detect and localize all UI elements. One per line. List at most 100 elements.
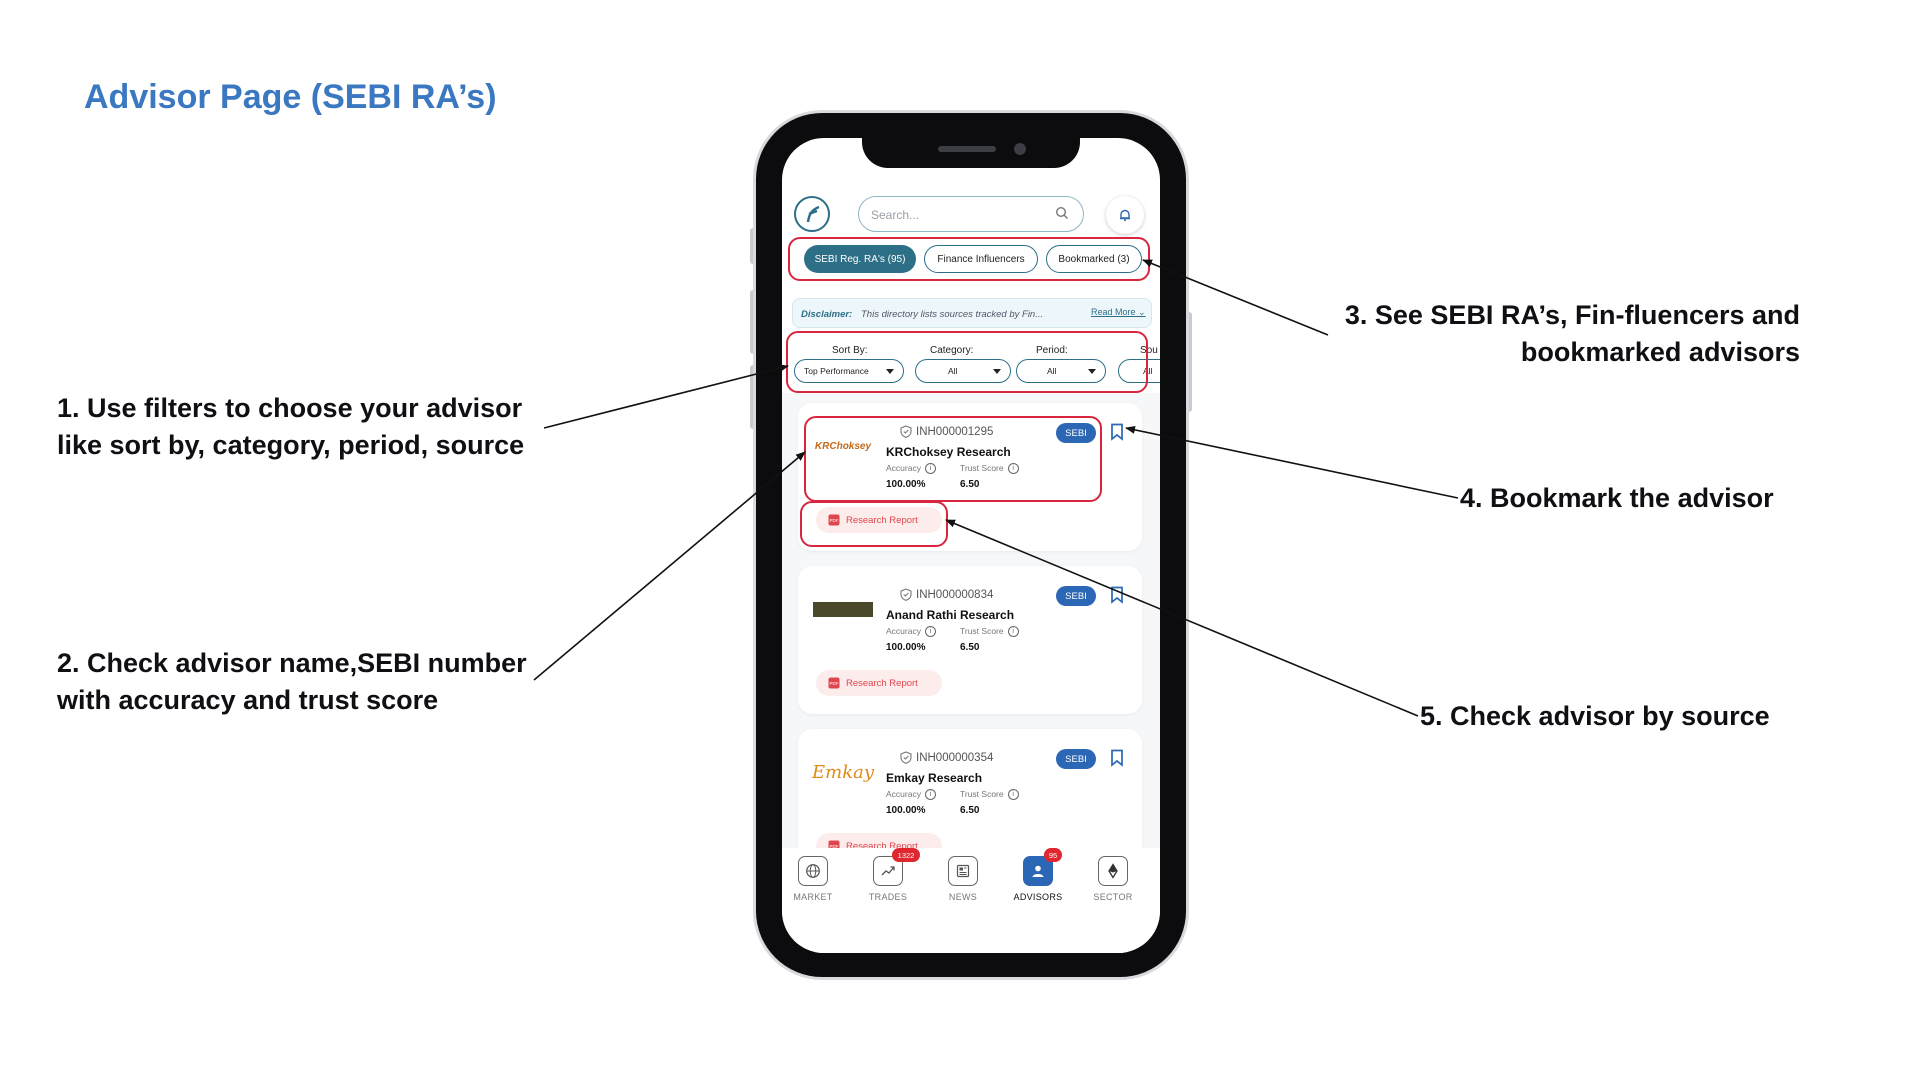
sebi-number: INH000000834 bbox=[900, 588, 993, 601]
note-advisor-details: 2. Check advisor name,SEBI number with a… bbox=[57, 645, 577, 719]
nav-advisors[interactable]: 95 ADVISORS bbox=[1003, 848, 1073, 902]
research-report-button[interactable]: PDF Research Report bbox=[816, 507, 942, 533]
sebi-badge: SEBI bbox=[1056, 423, 1096, 443]
period-select[interactable]: All bbox=[1016, 359, 1106, 383]
category-select[interactable]: All bbox=[915, 359, 1011, 383]
accuracy-value: 100.00% bbox=[886, 642, 926, 653]
sebi-number: INH000000354 bbox=[900, 751, 993, 764]
phone-notch bbox=[862, 138, 1080, 168]
disclaimer-label: Disclaimer: bbox=[801, 309, 853, 320]
notification-button[interactable] bbox=[1106, 196, 1144, 234]
search-bar[interactable]: Search... bbox=[858, 196, 1084, 232]
source-label: Sou bbox=[1140, 345, 1158, 356]
note-tabs: 3. See SEBI RA’s, Fin-fluencers and book… bbox=[1330, 297, 1800, 371]
info-icon[interactable]: i bbox=[1007, 789, 1019, 801]
phone-power-button bbox=[1186, 312, 1192, 412]
info-icon[interactable]: i bbox=[924, 463, 936, 475]
advisors-badge: 95 bbox=[1044, 848, 1062, 862]
sebi-badge: SEBI bbox=[1056, 586, 1096, 606]
highlight-filters bbox=[786, 331, 1148, 393]
disclaimer-text: This directory lists sources tracked by … bbox=[861, 309, 1044, 320]
info-icon[interactable]: i bbox=[924, 626, 936, 638]
research-report-label: Research Report bbox=[846, 677, 918, 689]
info-icon[interactable]: i bbox=[1007, 463, 1019, 475]
app-logo[interactable] bbox=[794, 196, 830, 232]
shield-check-icon bbox=[900, 588, 912, 601]
nav-trades[interactable]: 1322 TRADES bbox=[853, 848, 923, 902]
note-advisor-details-line-1: 2. Check advisor name,SEBI number bbox=[57, 648, 527, 678]
bookmark-icon[interactable] bbox=[1110, 749, 1124, 767]
search-icon[interactable] bbox=[1055, 206, 1069, 220]
nav-label: NEWS bbox=[948, 892, 978, 902]
trust-score-value: 6.50 bbox=[960, 642, 980, 653]
nav-sector[interactable]: SECTOR bbox=[1078, 856, 1148, 902]
tab-sebi-ra[interactable]: SEBI Reg. RA's (95) bbox=[804, 245, 916, 273]
chevron-down-icon bbox=[886, 369, 894, 374]
read-more-label[interactable]: Read More bbox=[1091, 307, 1136, 317]
slide-title: Advisor Page (SEBI RA’s) bbox=[84, 78, 497, 116]
phone-camera bbox=[1014, 143, 1026, 155]
svg-text:PDF: PDF bbox=[830, 518, 839, 523]
tab-finance-influencers[interactable]: Finance Influencers bbox=[924, 245, 1038, 273]
advisor-name[interactable]: Emkay Research bbox=[886, 771, 983, 785]
tab-bookmarked[interactable]: Bookmarked (3) bbox=[1046, 245, 1142, 273]
bookmark-icon[interactable] bbox=[1110, 586, 1124, 604]
note-tabs-line-2: bookmarked advisors bbox=[1520, 337, 1800, 367]
note-bookmark: 4. Bookmark the advisor bbox=[1460, 483, 1774, 513]
note-filters-line-2: like sort by, category, period, source bbox=[57, 430, 525, 460]
research-report-label: Research Report bbox=[846, 840, 918, 852]
phone-screen: Search... SEBI Reg. RA's (95) Finance In… bbox=[782, 138, 1160, 953]
sebi-badge: SEBI bbox=[1056, 749, 1096, 769]
nav-label: TRADES bbox=[868, 892, 908, 902]
bottom-nav: MARKET 1322 TRADES NEWS 95 ADVISORS bbox=[782, 848, 1160, 953]
read-more-link[interactable]: Read More ⌄ bbox=[1091, 307, 1146, 317]
research-report-label: Research Report bbox=[846, 514, 918, 526]
sector-icon bbox=[1098, 856, 1128, 886]
note-advisor-details-line-2: with accuracy and trust score bbox=[57, 685, 439, 715]
trending-up-icon: 1322 bbox=[873, 848, 920, 886]
app-logo-icon bbox=[806, 205, 820, 223]
pdf-icon: PDF bbox=[828, 677, 840, 689]
advisor-card[interactable]: INH000000834 Anand Rathi Research Accura… bbox=[798, 566, 1142, 714]
period-label: Period: bbox=[1036, 345, 1068, 356]
pdf-icon: PDF bbox=[828, 514, 840, 526]
phone-speaker bbox=[938, 146, 996, 152]
advisor-name[interactable]: Anand Rathi Research bbox=[886, 608, 1015, 622]
sort-by-select[interactable]: Top Performance bbox=[794, 359, 904, 383]
user-icon: 95 bbox=[1023, 848, 1062, 886]
sort-by-label: Sort By: bbox=[832, 345, 868, 356]
note-filters-line-1: 1. Use filters to choose your advisor bbox=[57, 393, 523, 423]
accuracy-value: 100.00% bbox=[886, 805, 926, 816]
sebi-number-value: INH000000834 bbox=[916, 588, 994, 601]
globe-icon bbox=[798, 856, 828, 886]
advisor-logo: Emkay bbox=[812, 761, 875, 783]
advisor-list[interactable]: KRChoksey INH000001295 KRChoksey Researc… bbox=[782, 393, 1160, 877]
category-value: All bbox=[948, 366, 958, 376]
highlight-research-report bbox=[800, 501, 948, 547]
phone-volume-up bbox=[750, 290, 756, 354]
advisor-name[interactable]: KRChoksey Research bbox=[886, 445, 1011, 459]
svg-text:PDF: PDF bbox=[830, 844, 839, 849]
trades-badge: 1322 bbox=[892, 848, 920, 862]
shield-check-icon bbox=[900, 425, 912, 438]
note-tabs-line-1: 3. See SEBI RA’s, Fin-fluencers and bbox=[1344, 300, 1800, 330]
phone-silent-switch bbox=[750, 228, 756, 264]
info-icon[interactable]: i bbox=[924, 789, 936, 801]
svg-text:PDF: PDF bbox=[830, 681, 839, 686]
info-icon[interactable]: i bbox=[1007, 626, 1019, 638]
search-input[interactable]: Search... bbox=[871, 208, 920, 222]
nav-news[interactable]: NEWS bbox=[928, 856, 998, 902]
disclaimer-banner: Disclaimer: This directory lists sources… bbox=[792, 298, 1152, 328]
period-value: All bbox=[1047, 366, 1057, 376]
nav-label: SECTOR bbox=[1093, 892, 1133, 902]
sebi-number-value: INH000000354 bbox=[916, 751, 994, 764]
bookmark-icon[interactable] bbox=[1110, 423, 1124, 441]
research-report-button[interactable]: PDF Research Report bbox=[816, 670, 942, 696]
highlight-tabs bbox=[788, 237, 1150, 281]
nav-market[interactable]: MARKET bbox=[782, 856, 848, 902]
note-filters: 1. Use filters to choose your advisor li… bbox=[57, 390, 577, 464]
newspaper-icon bbox=[948, 856, 978, 886]
chevron-down-icon bbox=[993, 369, 1001, 374]
trust-score-value: 6.50 bbox=[960, 805, 980, 816]
